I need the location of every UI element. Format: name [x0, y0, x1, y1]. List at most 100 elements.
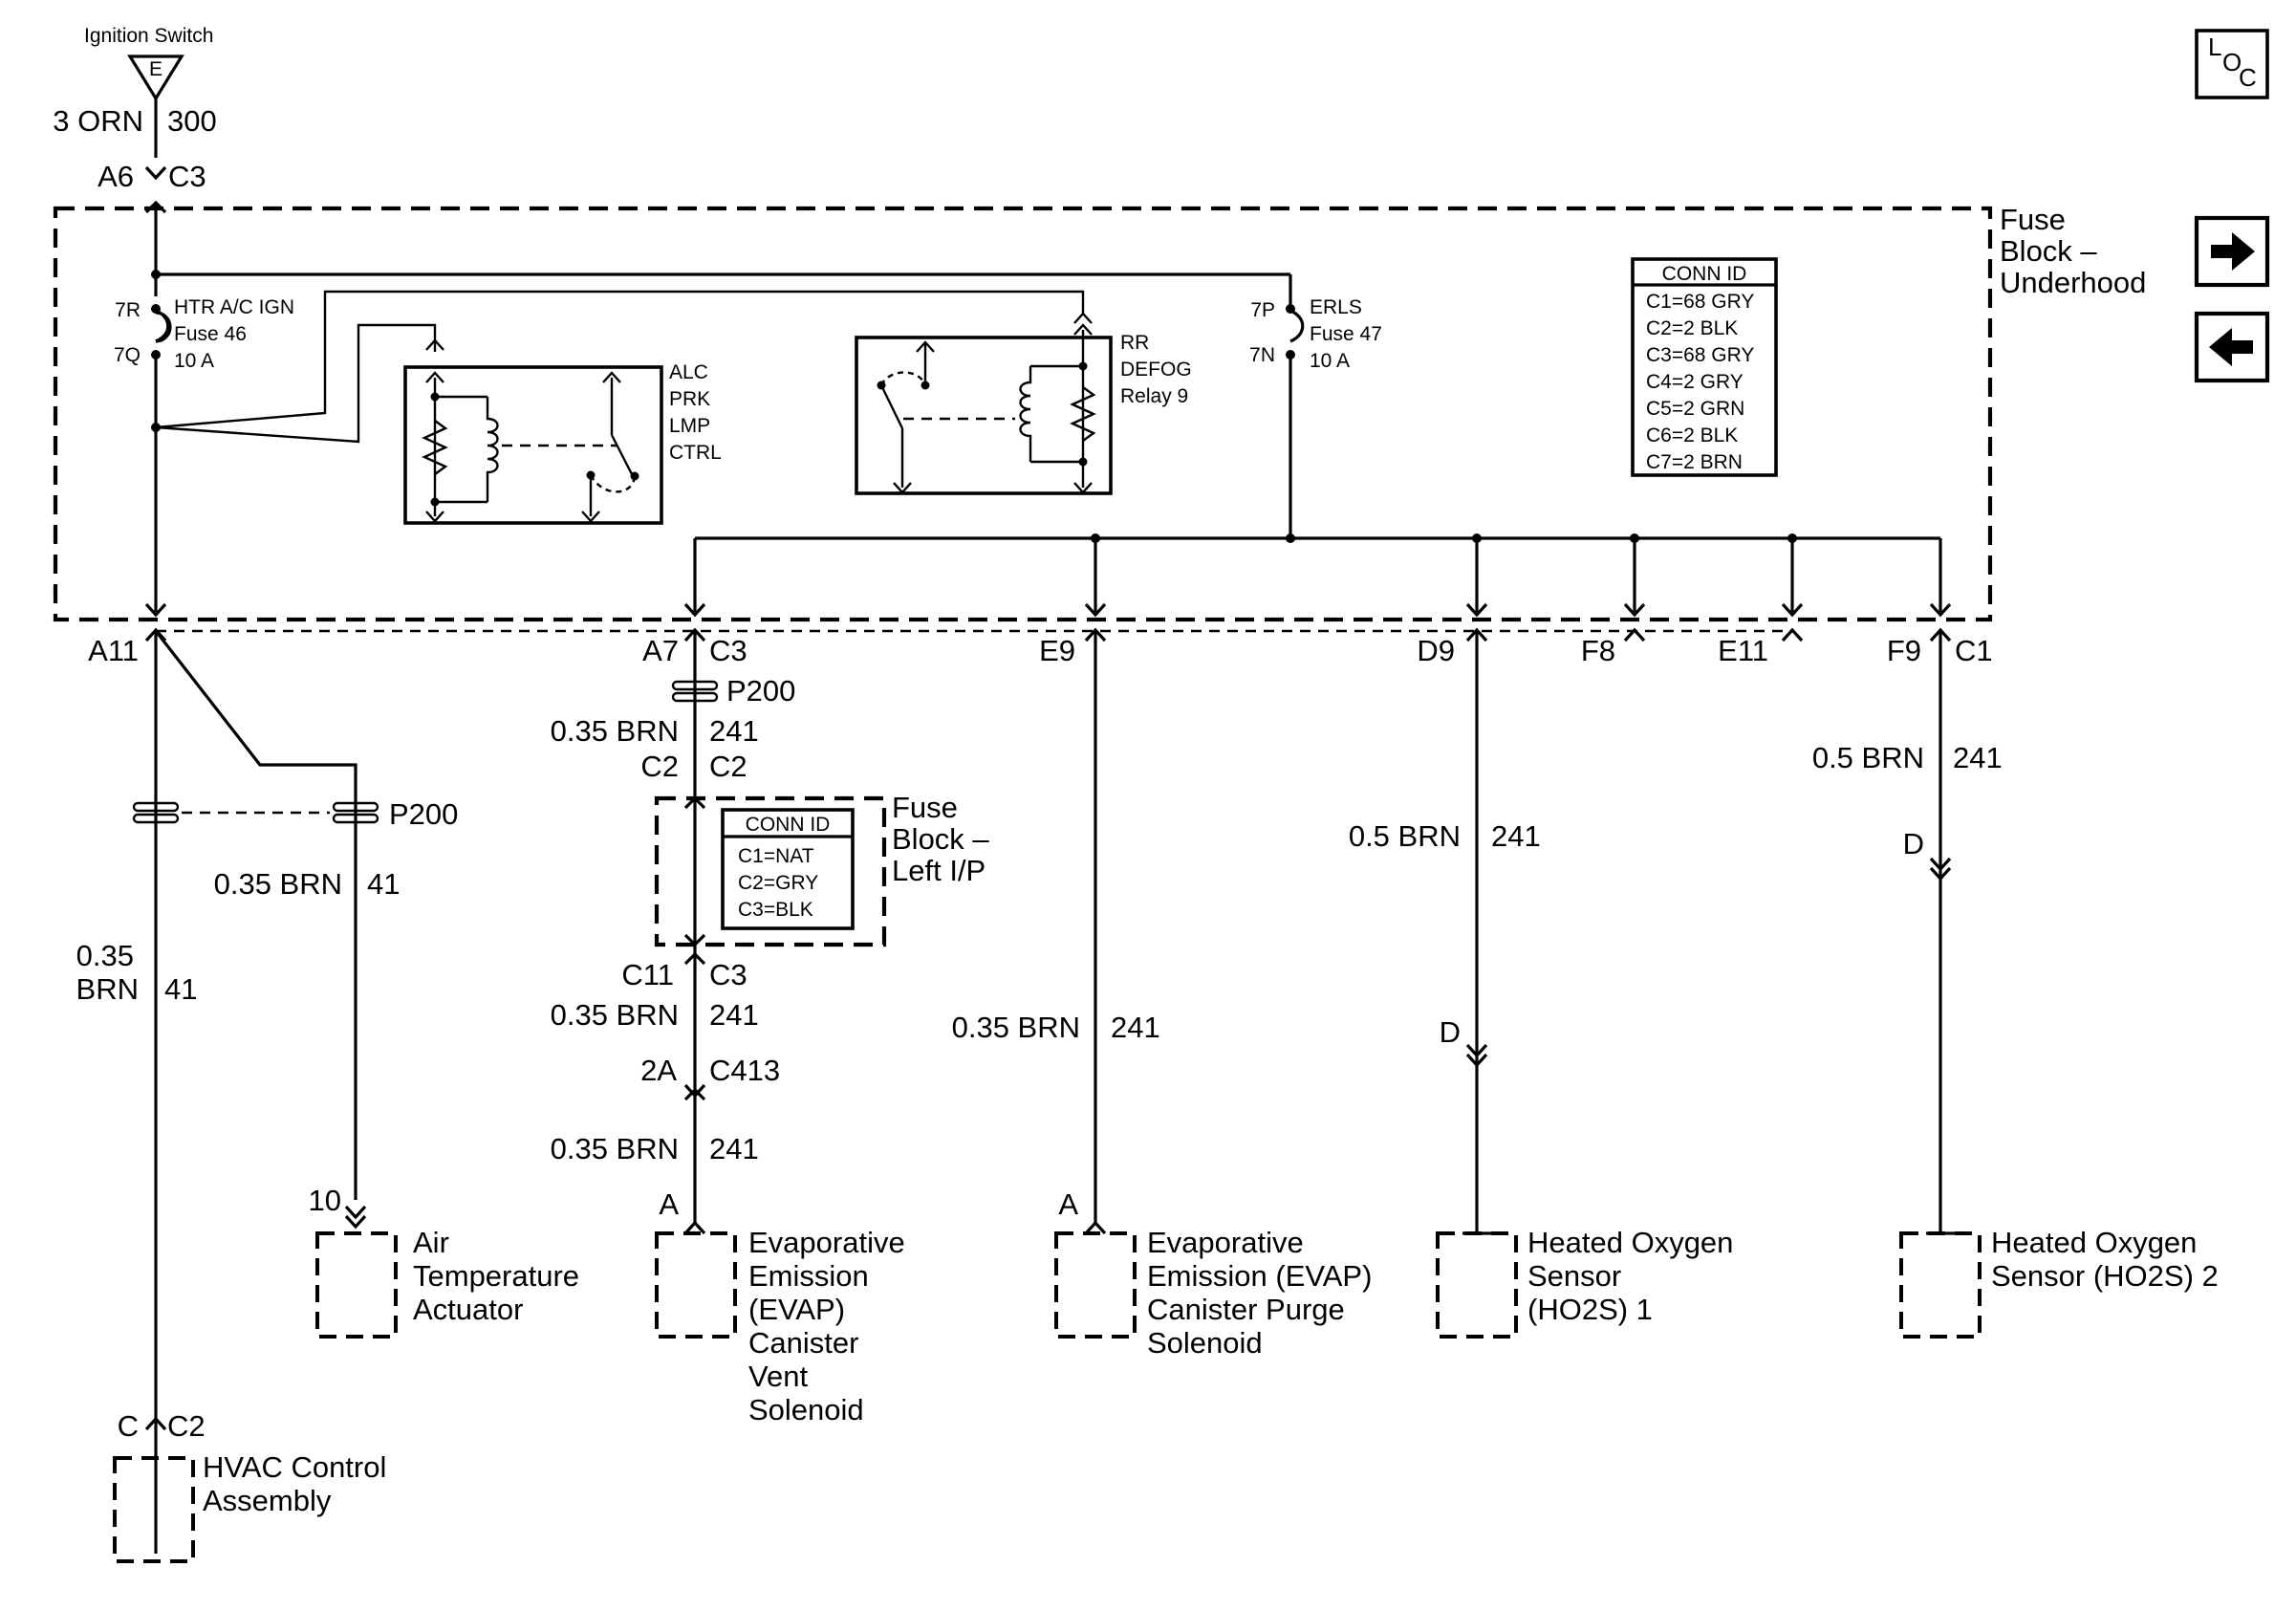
alc-label-3: LMP [669, 415, 710, 437]
evap-purge-line-1: Evaporative [1147, 1226, 1304, 1259]
evap-vent-line-1: Evaporative [748, 1226, 905, 1259]
ignition-conn: C3 [168, 160, 206, 193]
left-ip-out-pin: C11 [621, 958, 674, 991]
ignition-terminal-letter: E [149, 58, 162, 80]
pin-f9-conn: C1 [1955, 634, 1993, 667]
circuit-41: P200 0.35 BRN 41 0.35 BRN 41 10 Air Temp… [76, 630, 579, 1563]
evap-wire-3-color: 0.35 BRN [551, 1132, 679, 1165]
evap-wire-2-circuit: 241 [709, 998, 759, 1032]
pin-a11: A11 [88, 634, 139, 667]
underhood-conn-id-table: CONN ID C1=68 GRY C2=2 BLK C3=68 GRY C4=… [1631, 257, 1778, 477]
left-ip-title-1: Fuse [892, 791, 958, 824]
splice-p200-evap-label: P200 [726, 674, 795, 708]
air-temp-wire-color: 0.35 BRN [214, 867, 342, 901]
defog-label-3: Relay 9 [1120, 385, 1188, 407]
left-ip-title-2: Block – [892, 822, 989, 856]
splice-p200-left [132, 801, 180, 824]
pin-a7: A7 [642, 634, 679, 667]
ho2s2-wire-color: 0.5 BRN [1812, 741, 1924, 774]
hvac-pin: C [118, 1409, 139, 1443]
fuse-block-left-ip: CONN ID C1=NAT C2=GRY C3=BLK Fuse Block … [654, 791, 989, 947]
hvac-wire-size: 0.35 [76, 939, 134, 972]
circuit-ho2s2: 0.5 BRN 241 D Heated Oxygen Sensor (HO2S… [1812, 631, 2219, 1339]
pin-f8: F8 [1581, 634, 1615, 667]
evap-vent-pin: A [659, 1187, 679, 1221]
evap-vent-line-4: Canister [748, 1326, 858, 1360]
ho2s1-line-2: Sensor [1527, 1259, 1621, 1293]
loc-letter-c: C [2239, 63, 2257, 92]
air-temp-line-2: Temperature [413, 1259, 579, 1293]
evap-purge-line-3: Canister Purge [1147, 1293, 1345, 1326]
pin-e9: E9 [1039, 634, 1075, 667]
conn-id-c2: C2=2 BLK [1646, 317, 1738, 339]
ho2s2-sensor-box [1899, 1231, 1982, 1339]
hvac-wire-color: BRN [76, 972, 139, 1006]
prev-page-button[interactable] [2194, 311, 2270, 383]
fuse-block-underhood-outline [53, 206, 1993, 622]
rr-defog-relay: RR DEFOG Relay 9 [855, 323, 1192, 495]
conn-id-c7: C7=2 BRN [1646, 451, 1743, 473]
pin-d9: D9 [1417, 634, 1455, 667]
loc-button[interactable]: L O C [2195, 29, 2269, 99]
c413-conn: C413 [709, 1054, 780, 1087]
defog-label-2: DEFOG [1120, 359, 1192, 381]
evap-wire-1-color: 0.35 BRN [551, 714, 679, 748]
conn-id-c4: C4=2 GRY [1646, 371, 1744, 393]
pin-a7-conn: C3 [709, 634, 747, 667]
ho2s1-circuit: 241 [1491, 819, 1541, 853]
next-page-button[interactable] [2194, 215, 2270, 288]
pin-e11: E11 [1718, 634, 1768, 667]
fuse46-rating: 10 A [174, 350, 214, 372]
fbu-title-1: Fuse [2000, 203, 2066, 236]
defog-label-1: RR [1120, 332, 1149, 354]
evap-vent-line-2: Emission [748, 1259, 869, 1293]
conn-id-c3: C3=68 GRY [1646, 344, 1754, 366]
fbu-title-2: Block – [2000, 234, 2097, 268]
evap-purge-line-4: Solenoid [1147, 1326, 1263, 1360]
alc-relay: ALC PRK LMP CTRL [403, 361, 722, 525]
ho2s1-line-3: (HO2S) 1 [1527, 1293, 1653, 1326]
splice-p200-right [332, 801, 379, 824]
alc-label-1: ALC [669, 361, 708, 383]
loc-letter-l: L [2208, 33, 2221, 61]
air-temp-line-1: Air [413, 1226, 449, 1259]
loc-letter-o: O [2222, 48, 2242, 76]
hvac-control-box [113, 1456, 195, 1563]
left-ip-conn-c2: C2=GRY [738, 872, 818, 894]
alc-label-4: CTRL [669, 442, 722, 464]
ignition-terminal-symbol [127, 54, 184, 102]
c413-pin: 2A [640, 1054, 677, 1087]
air-temp-pin: 10 [309, 1184, 341, 1217]
left-ip-conn-id-header: CONN ID [746, 814, 831, 836]
ignition-wire-color: 3 ORN [53, 104, 143, 138]
evap-wire-3-circuit: 241 [709, 1132, 759, 1165]
evap-wire-2-color: 0.35 BRN [551, 998, 679, 1032]
left-ip-out-conn: C3 [709, 958, 747, 991]
conn-id-c6: C6=2 BLK [1646, 425, 1738, 446]
evap-wire-1-circuit: 241 [709, 714, 759, 748]
evap-vent-line-6: Solenoid [748, 1393, 864, 1426]
evap-purge-circuit: 241 [1111, 1011, 1160, 1044]
hvac-line-1: HVAC Control [203, 1450, 386, 1484]
evap-vent-solenoid-box [655, 1231, 737, 1339]
ho2s2-circuit: 241 [1953, 741, 2003, 774]
air-temp-actuator-box [315, 1231, 398, 1339]
fuse47-fuse: Fuse 47 [1310, 323, 1382, 345]
hvac-conn: C2 [167, 1409, 206, 1443]
right-arrow-icon [2211, 232, 2255, 271]
fuse47-rating: 10 A [1310, 350, 1350, 372]
fbu-title-3: Underhood [2000, 266, 2146, 299]
fuse46-pin-in: 7R [115, 299, 141, 321]
ignition-switch-label: Ignition Switch [84, 25, 213, 47]
splice-p200-evap [671, 680, 719, 703]
left-arrow-icon [2209, 328, 2253, 366]
circuit-ho2s1: 0.5 BRN 241 D Heated Oxygen Sensor (HO2S… [1349, 631, 1733, 1339]
circuit-evap-vent: P200 0.35 BRN 241 C2 C2 CONN ID C1=NAT C… [551, 631, 989, 1426]
conn-id-c5: C5=2 GRN [1646, 398, 1744, 420]
fuse47-pin-out: 7N [1249, 344, 1275, 366]
ignition-switch: Ignition Switch E 3 ORN 300 A6 C3 [53, 25, 216, 193]
splice-p200-label: P200 [389, 797, 458, 831]
ho2s2-line-1: Heated Oxygen [1991, 1226, 2197, 1259]
evap-purge-pin: A [1058, 1187, 1078, 1221]
conn-id-header: CONN ID [1662, 263, 1747, 285]
